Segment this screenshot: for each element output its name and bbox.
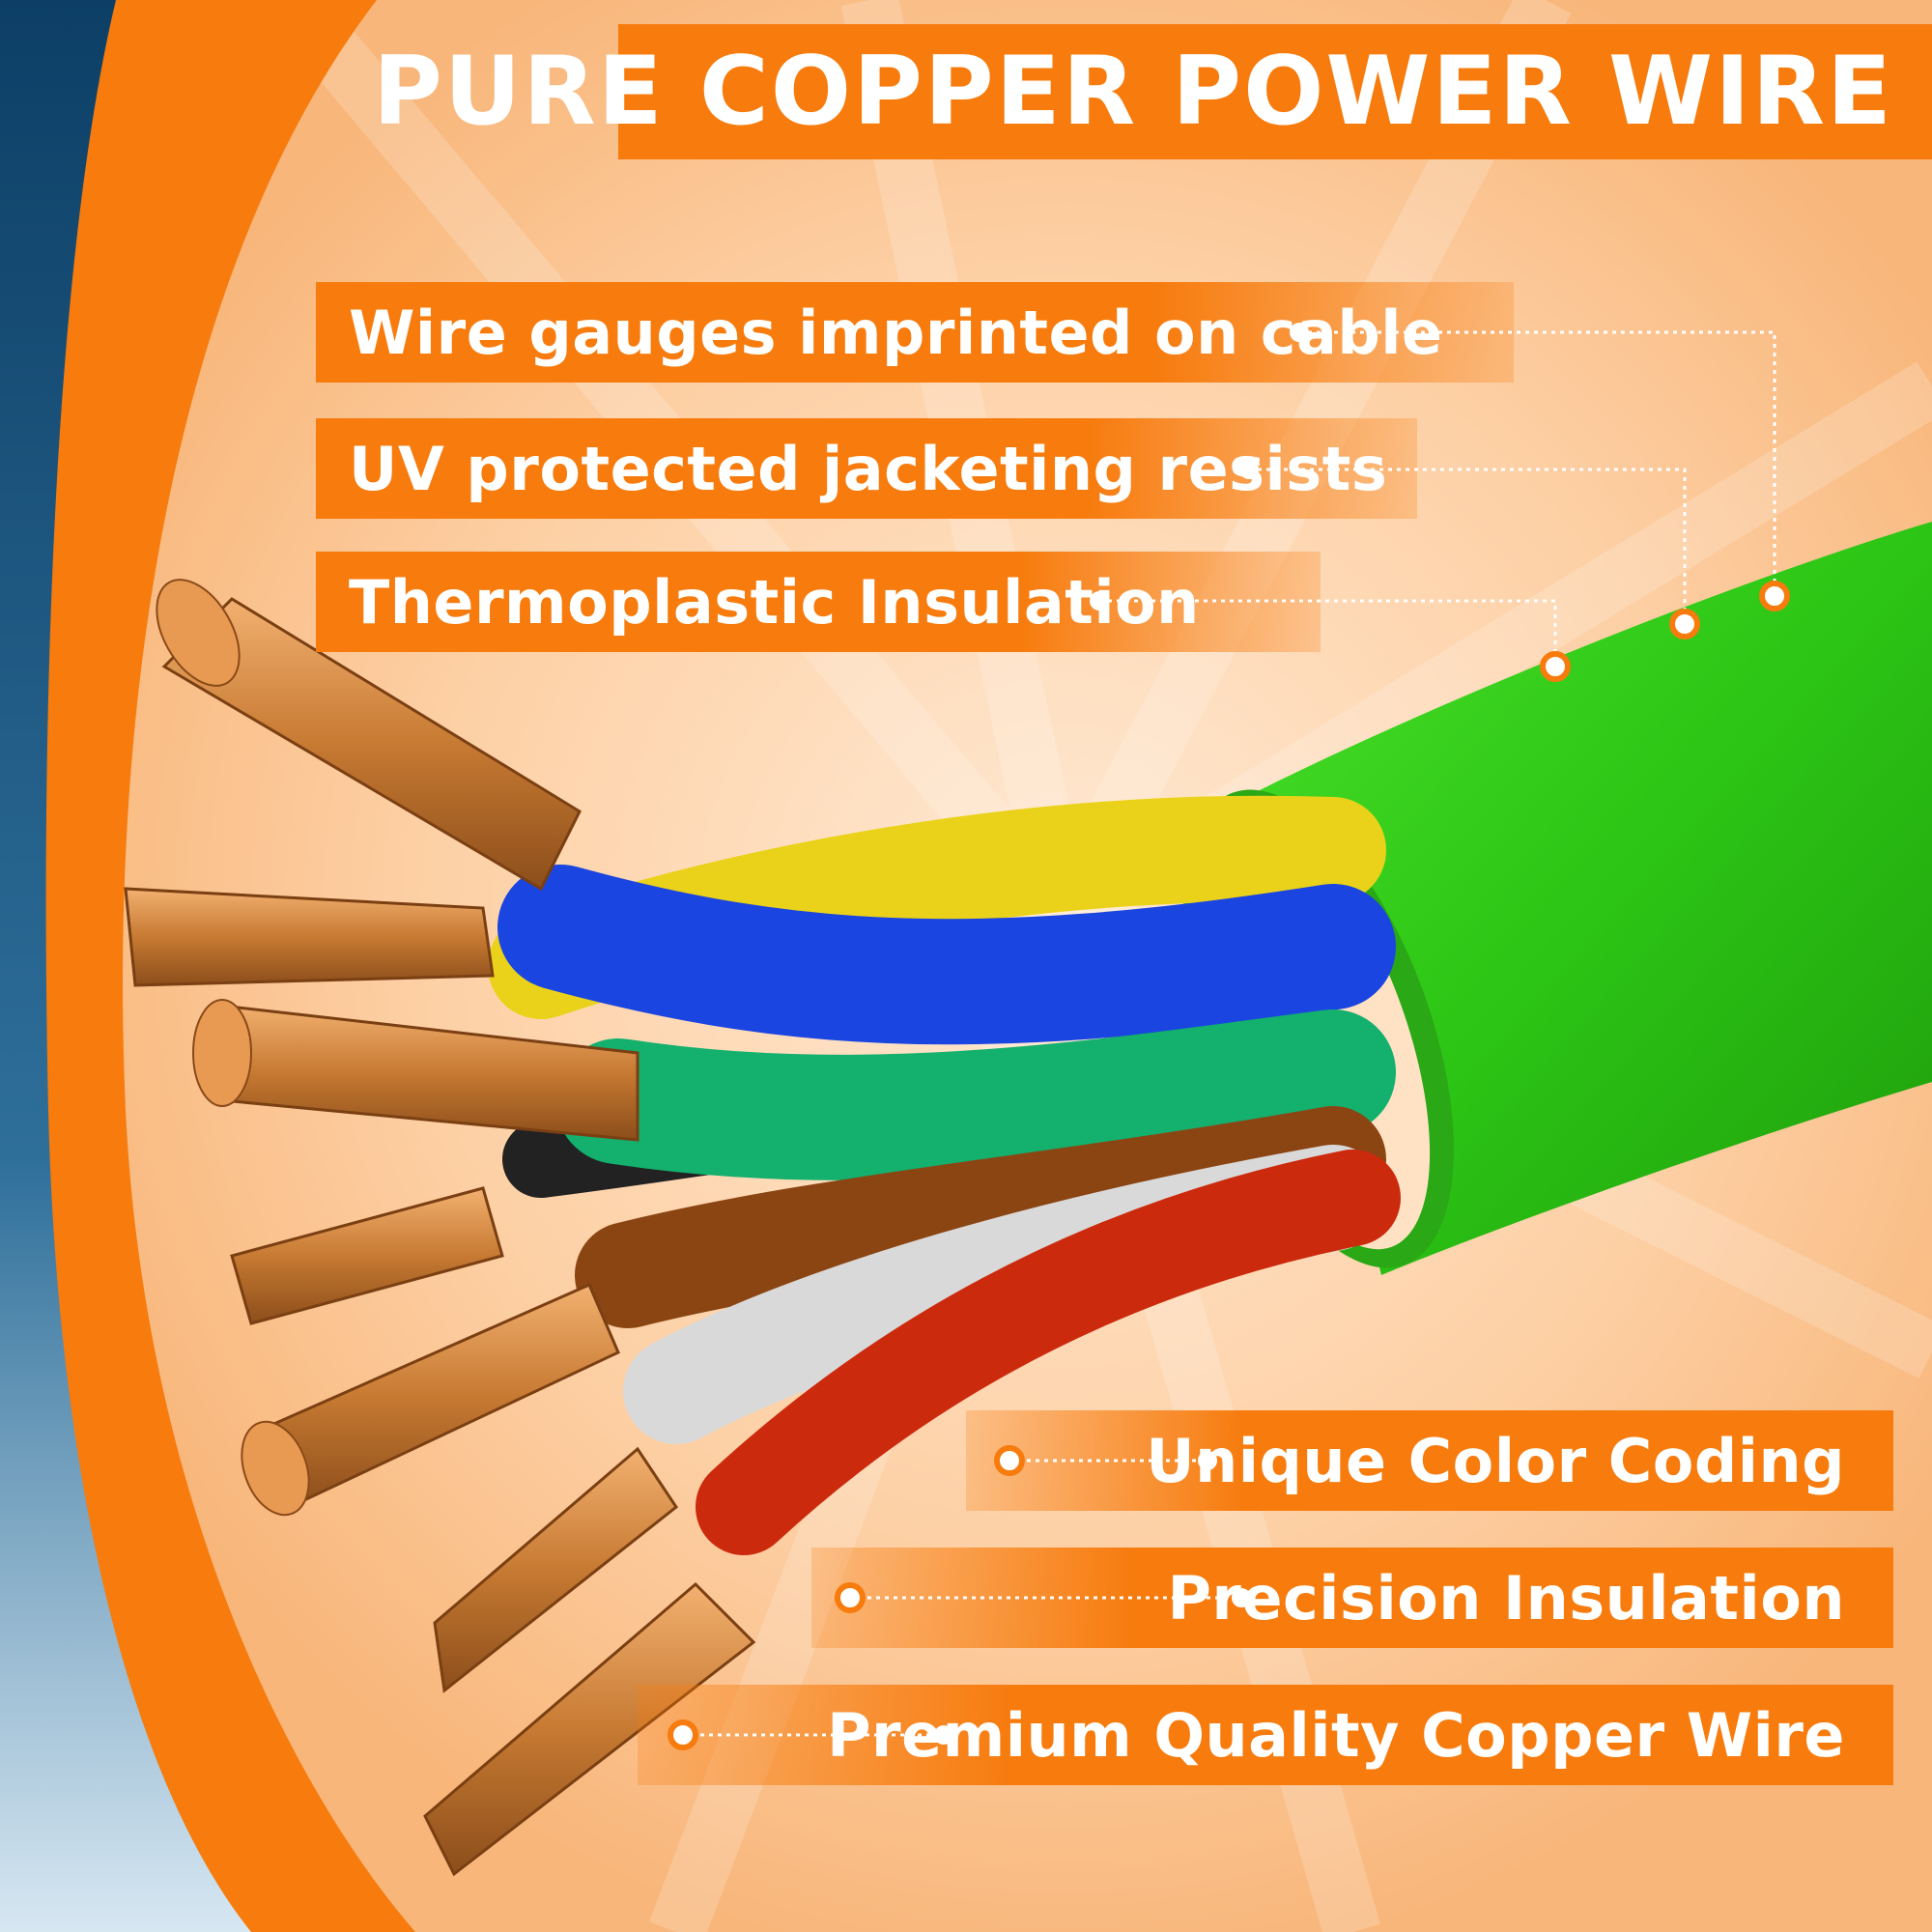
feature-bar-top-1: Wire gauges imprinted on cable: [316, 282, 1514, 383]
title-banner: PURE COPPER POWER WIRE: [373, 24, 1932, 159]
feature-bar-bottom-1: Unique Color Coding: [966, 1410, 1893, 1511]
feature-label: Wire gauges imprinted on cable: [349, 297, 1443, 368]
feature-label: Precision Insulation: [1167, 1562, 1845, 1634]
feature-bar-bottom-3: Premium Quality Copper Wire: [638, 1685, 1893, 1785]
page-title: PURE COPPER POWER WIRE: [372, 37, 1893, 147]
feature-label: UV protected jacketing resists: [349, 433, 1388, 504]
feature-bar-top-3: Thermoplastic Insulation: [316, 552, 1321, 652]
feature-bar-bottom-2: Precision Insulation: [811, 1548, 1893, 1648]
feature-label: Premium Quality Copper Wire: [827, 1699, 1845, 1771]
feature-label: Unique Color Coding: [1146, 1425, 1845, 1496]
feature-bar-top-2: UV protected jacketing resists: [316, 418, 1417, 519]
feature-label: Thermoplastic Insulation: [349, 566, 1200, 638]
